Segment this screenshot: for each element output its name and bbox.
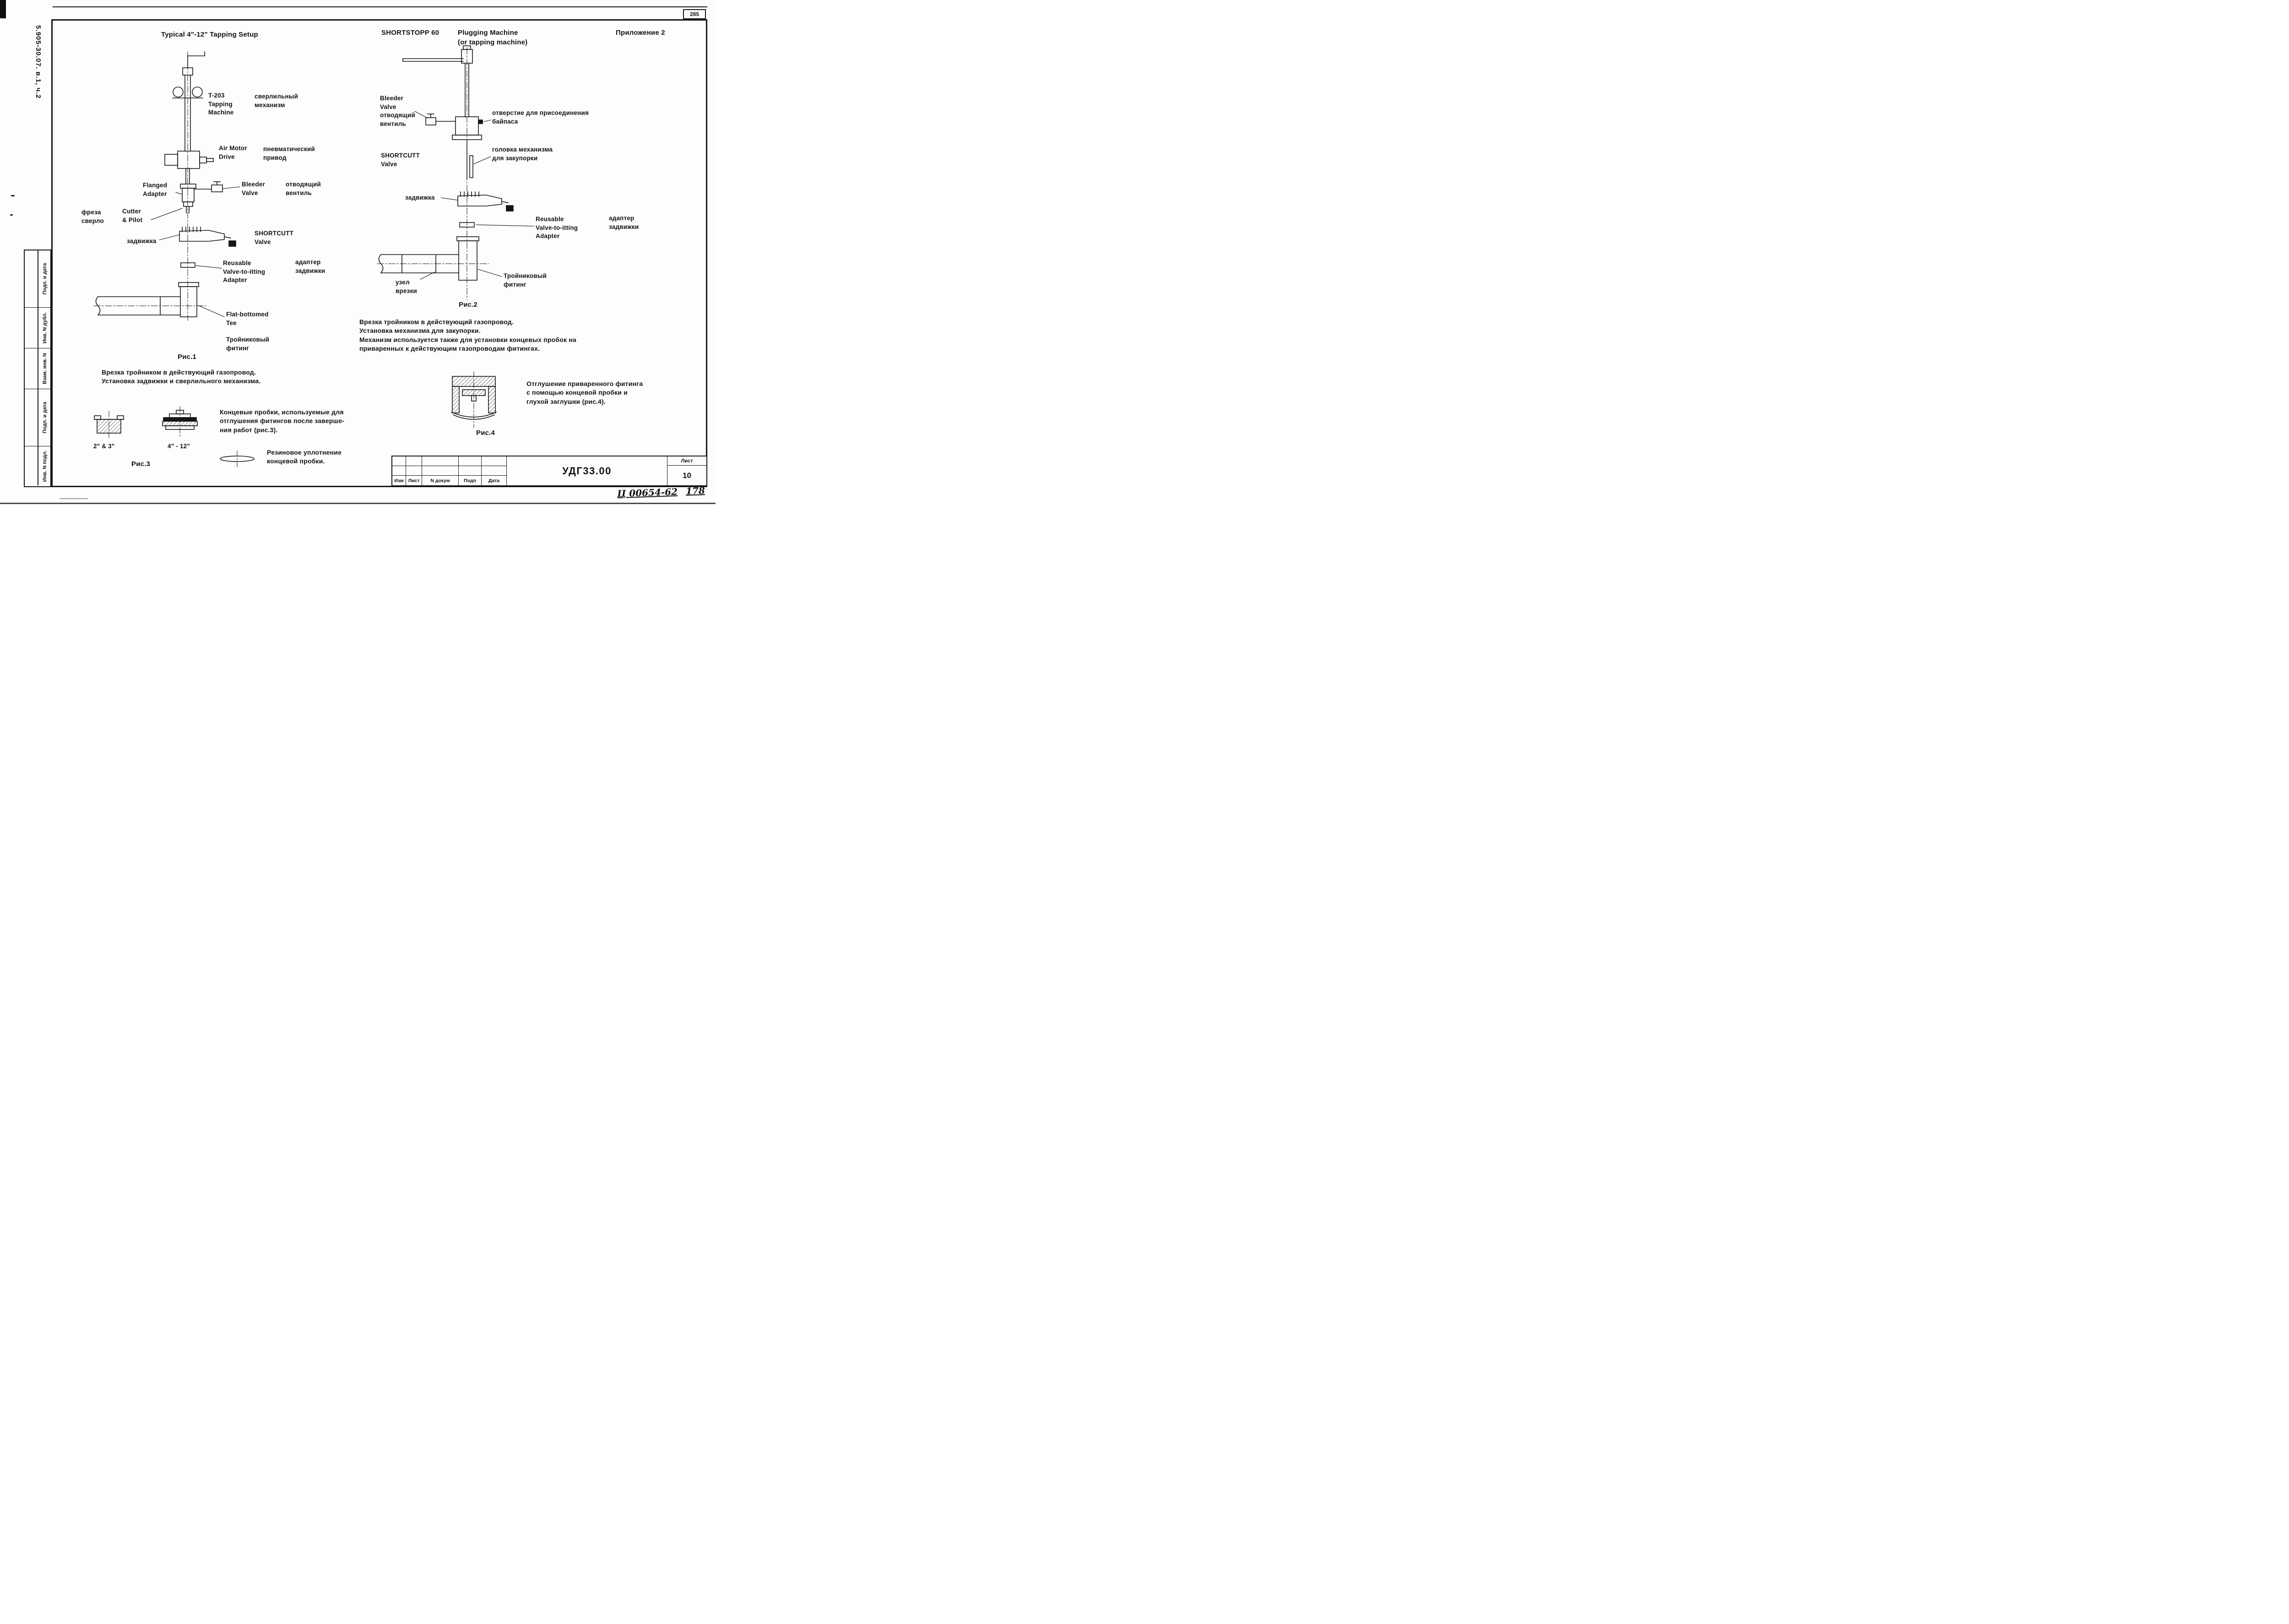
fig1-tapping-setup-drawing [93, 51, 240, 321]
page-number: 285 [689, 11, 700, 17]
fig3-end-plugs-drawing [94, 406, 255, 467]
title-block: Изм Лист N докум Подп Дата УДГ33.00 Лист… [391, 456, 707, 486]
fig2-label-shortcutt-valve: SHORTCUTT Valve [381, 152, 420, 168]
fig2-caption: Рис.2 [459, 301, 478, 309]
title-block-revision-table: Изм Лист N докум Подп Дата [392, 456, 507, 485]
diagram-linework [93, 45, 534, 467]
titleblock-cell [482, 466, 507, 476]
fig4-caption: Рис.4 [476, 429, 495, 437]
stamp-podp-i-data-1: Подп. и дата [42, 263, 48, 295]
scan-speck [11, 195, 15, 196]
document-number: УДГ33.00 [507, 456, 667, 485]
fig1-label-bleeder-valve-ru: отводящий вентиль [286, 181, 321, 196]
titleblock-col-podp: Подп [459, 476, 482, 485]
fig1-label-tee-en: Flat-bottomed Tee [226, 311, 269, 326]
margin-stamp-column: Подп. и дата Инв. N дубл. Взам. инв. N П… [24, 250, 51, 487]
fig1-label-bleeder-valve-en: Bleeder Valve [242, 181, 265, 196]
fig2-label-tap-point: узел врезки [396, 279, 418, 294]
fig3-caption: Рис.3 [131, 460, 151, 468]
scan-speck [10, 214, 13, 216]
titleblock-col-list: Лист [406, 476, 422, 485]
fig3-size-small-label: 2" & 3" [93, 443, 115, 450]
stamp-row: Инв. N подл. [25, 446, 50, 485]
fig1-note: Врезка тройником в действующий газопрово… [102, 369, 261, 385]
titleblock-cell [459, 466, 482, 476]
scan-bottom-edge-line [0, 503, 716, 504]
titleblock-cell [422, 456, 459, 466]
titleblock-cell [406, 456, 422, 466]
stamp-inv-n-dubl: Инв. N дубл. [42, 312, 48, 344]
fig2-label-reusable-adapter-en: Reusable Valve-to-itting Adapter [536, 216, 578, 240]
handwritten-inventory-number: Ц 00654-62 [617, 486, 678, 500]
fig2-label-gate-valve-ru: задвижка [405, 194, 435, 201]
fig1-label-air-motor-ru: пневматический привод [263, 146, 315, 161]
fig3-size-large-label: 4" - 12" [168, 443, 190, 450]
fig1-label-shortcutt-valve: SHORTCUTT Valve [255, 230, 294, 245]
fig3-seal-note: Резиновое уплотнение концевой пробки. [267, 449, 342, 465]
fig1-label-cutter-en: Cutter & Pilot [122, 208, 143, 223]
fig1-label-cutter-ru: фреза сверло [81, 209, 104, 224]
fig2-model-title: SHORTSTOPP 60 [381, 29, 439, 37]
fig3-note: Концевые пробки, используемые для отглуш… [220, 408, 345, 434]
titleblock-col-ndokum: N докум [422, 476, 459, 485]
fig1-label-gate-valve-ru: задвижка [127, 238, 157, 244]
fig1-label-tapping-machine-en: T-203 Tapping Machine [208, 92, 234, 116]
stamp-row: Подп. и дата [25, 250, 50, 308]
fig2-label-plugging-head: головка механизма для закупорки [492, 146, 553, 162]
stamp-podp-i-data-2: Подп. и дата [42, 402, 48, 434]
fig2-label-tee-ru: Тройниковый фитинг [504, 272, 547, 288]
stamp-row: Взам. инв. N [25, 348, 50, 389]
handwritten-page-mark: 178 [685, 485, 705, 497]
titleblock-cell [459, 456, 482, 466]
fig1-title: Typical 4"-12" Tapping Setup [161, 31, 258, 38]
fig2-plugging-setup-drawing [377, 45, 534, 300]
document-code-vertical: 5.905-30.07. в.1, ч.2 [34, 25, 42, 99]
sheet-label: Лист [667, 456, 706, 466]
stamp-row: Подп. и дата [25, 389, 50, 446]
fig4-note: Отглушение приваренного фитинга с помощь… [526, 380, 643, 405]
titleblock-cell [406, 466, 422, 476]
fig2-label-bleeder-valve: Bleeder Valve отводящий вентиль [380, 95, 415, 127]
fig1-caption: Рис.1 [178, 353, 197, 361]
stamp-inv-n-podl: Инв. N подл. [42, 450, 48, 482]
scan-top-edge-line [53, 6, 707, 7]
fig2-machine-title: Plugging Machine (or tapping machine) [458, 29, 528, 46]
titleblock-col-izm: Изм [392, 476, 406, 485]
titleblock-cell [392, 456, 406, 466]
sheet-number: 10 [683, 471, 691, 480]
stamp-row: Инв. N дубл. [25, 308, 50, 348]
scanned-drawing-page: 285 5.905-30.07. в.1, ч.2 Подп. и дата И… [0, 0, 716, 507]
fig1-label-air-motor-en: Air Motor Drive [219, 145, 247, 160]
titleblock-cell [392, 466, 406, 476]
stamp-vzam-inv-n: Взам. инв. N [42, 353, 48, 384]
fig2-label-reusable-adapter-ru: адаптер задвижки [609, 215, 639, 230]
fig1-label-reusable-adapter-en: Reusable Valve-to-itting Adapter [223, 260, 266, 284]
fig1-label-flanged-adapter: Flanged Adapter [143, 182, 168, 197]
drawing-frame [51, 19, 707, 487]
annex-label: Приложение 2 [616, 29, 665, 37]
fig1-label-reusable-adapter-ru: адаптер задвижки [295, 259, 325, 274]
fig2-note: Врезка тройником в действующий газопрово… [359, 318, 576, 352]
fig2-label-bypass-hole: отверстие для присоединения байпаса [492, 109, 589, 125]
fig4-welded-fitting-drawing [450, 371, 497, 428]
page-number-box: 285 [683, 9, 706, 19]
scan-corner-mark [0, 0, 6, 18]
fig1-label-tapping-machine-ru: сверлильный механизм [255, 93, 298, 109]
titleblock-cell [422, 466, 459, 476]
fig1-label-tee-ru: Тройниковый фитинг [226, 336, 270, 352]
sheet-box: Лист 10 [667, 456, 706, 485]
scan-bottom-dash [60, 498, 88, 499]
titleblock-cell [482, 456, 507, 466]
titleblock-col-data: Дата [482, 476, 507, 485]
